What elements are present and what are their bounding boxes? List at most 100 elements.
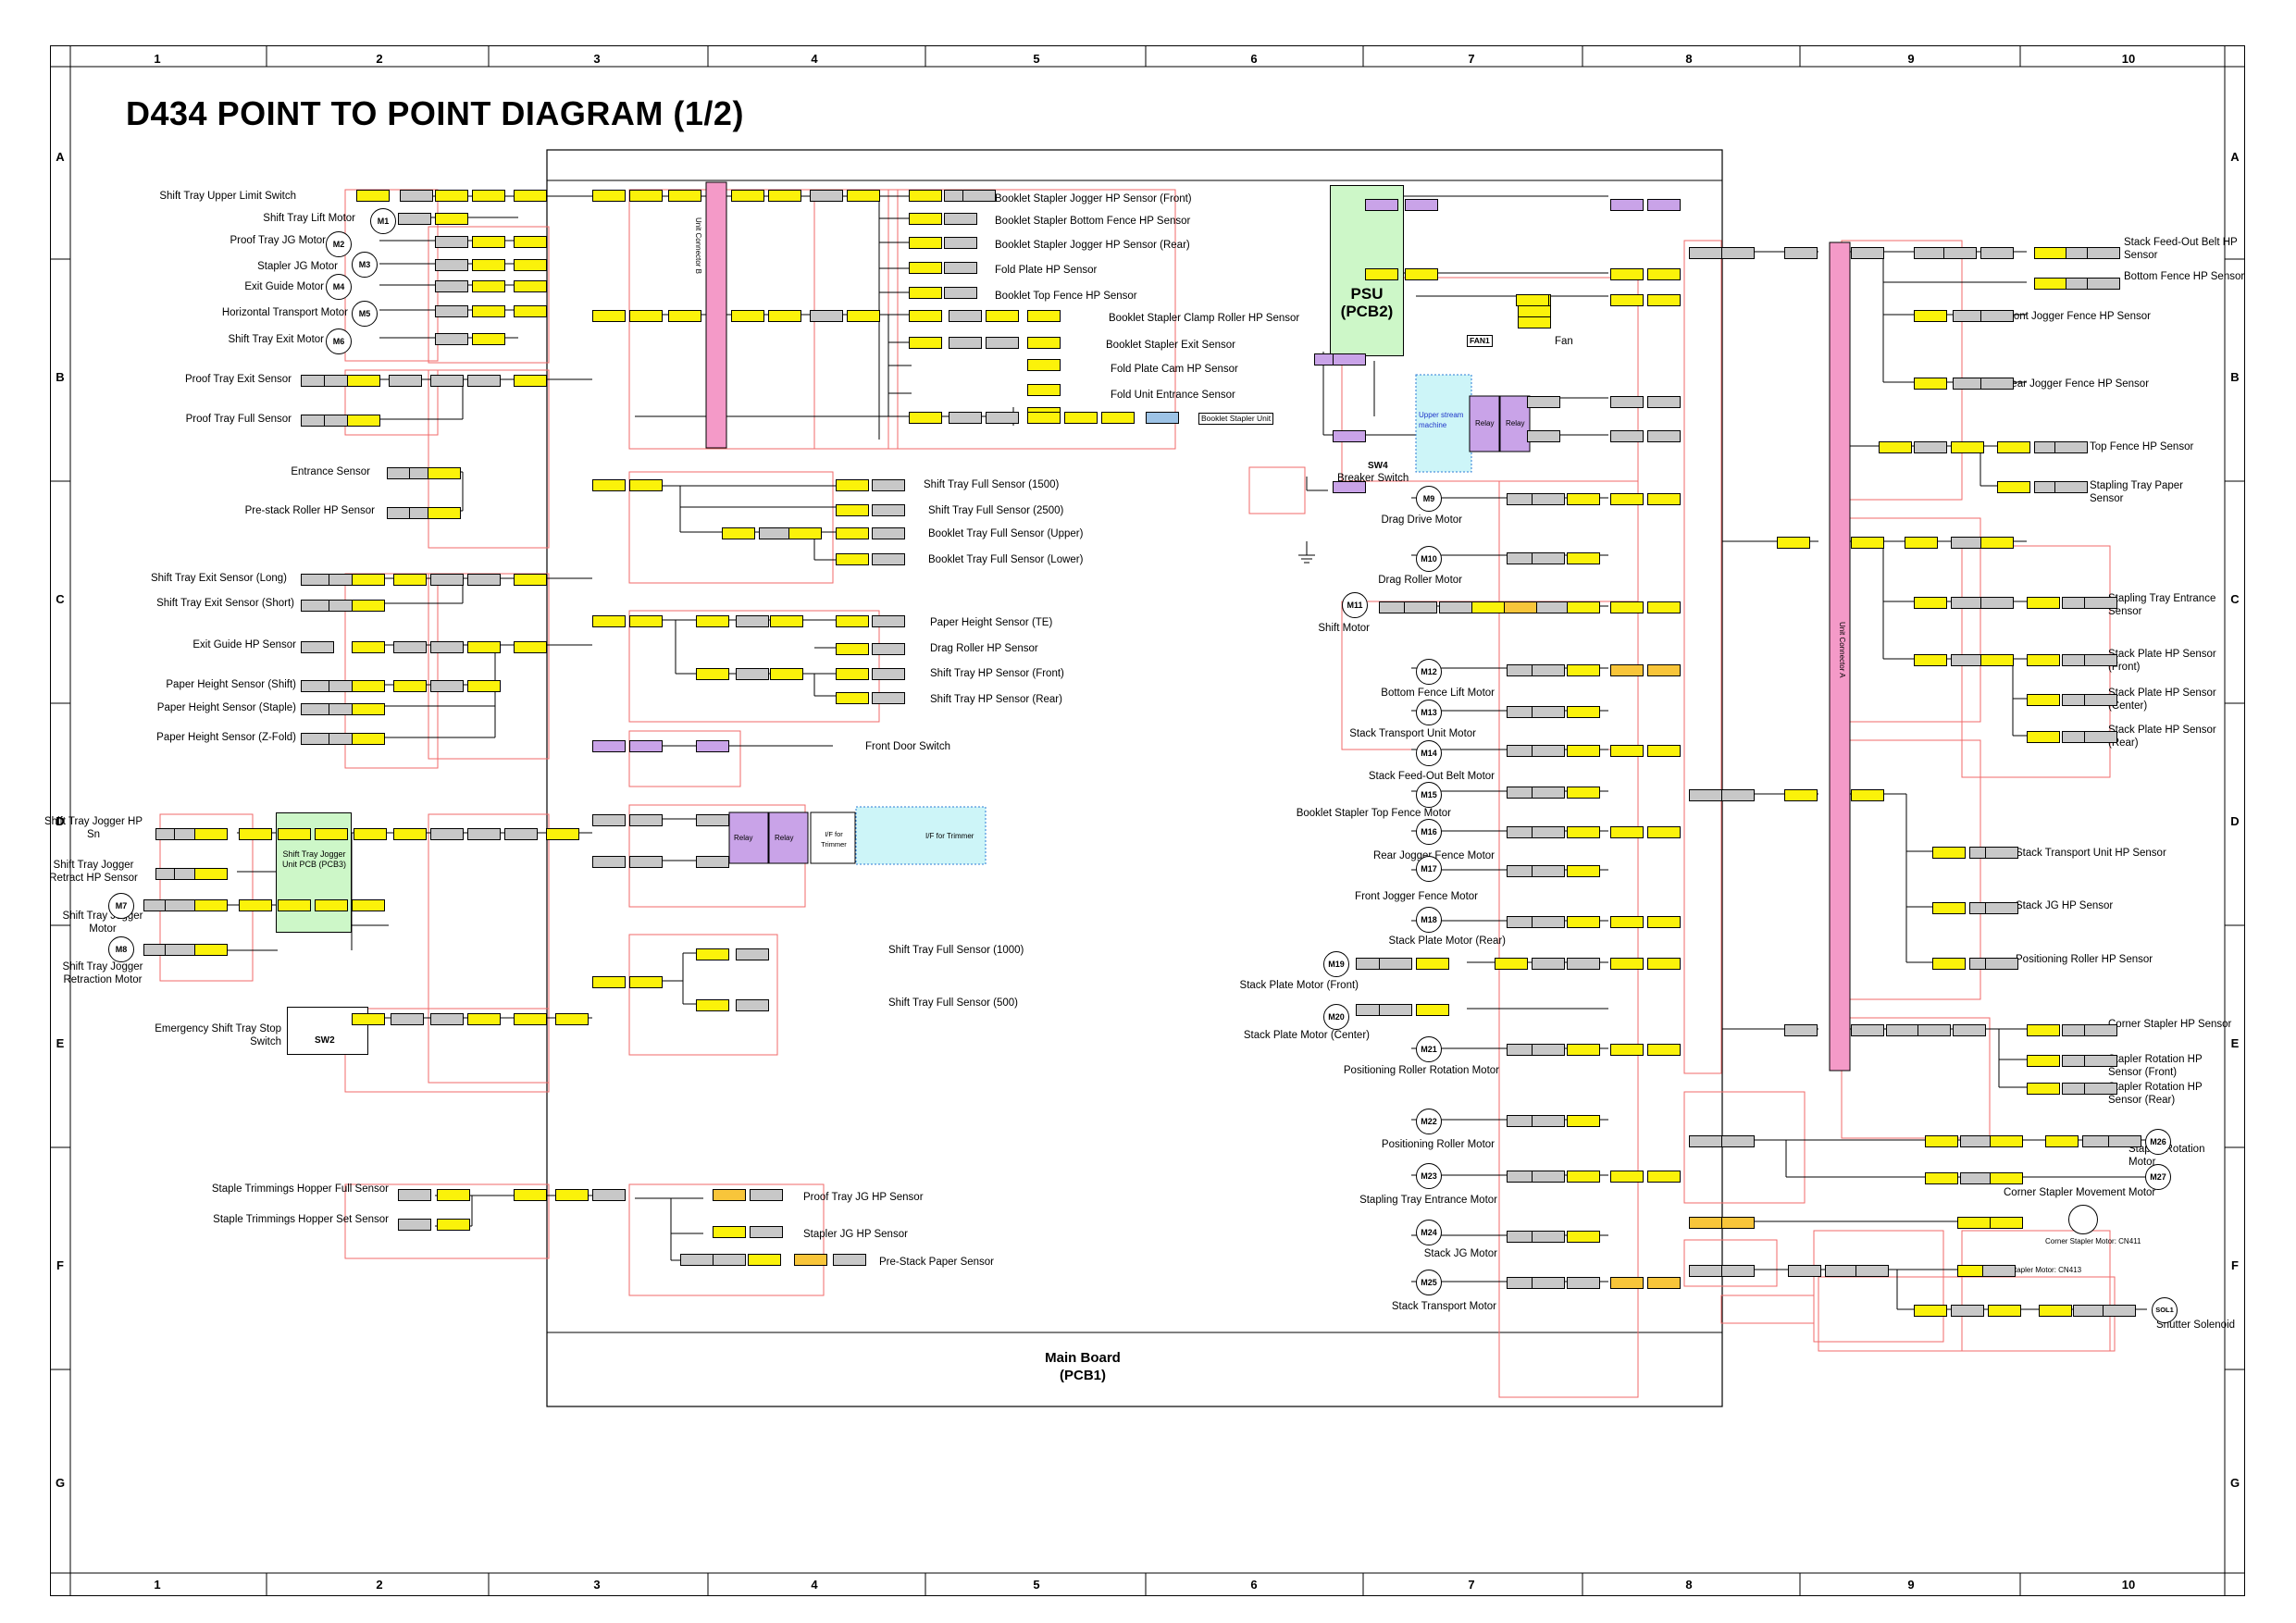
connector-block bbox=[1610, 916, 1644, 928]
connector-block bbox=[909, 237, 942, 249]
connector-block bbox=[1689, 247, 1722, 259]
middle-component-label: Shift Tray HP Sensor (Front) bbox=[930, 668, 1064, 679]
left-component-label: Staple Trimmings Hopper Set Sensor bbox=[213, 1214, 389, 1225]
connector-block bbox=[1532, 1171, 1565, 1183]
motor-icon: M4 bbox=[326, 274, 352, 300]
connector-block bbox=[1997, 481, 2030, 493]
connector-block bbox=[398, 1219, 431, 1231]
booklet-stapler-unit-label: Booklet Stapler Unit bbox=[1198, 413, 1274, 425]
connector-block bbox=[437, 1219, 470, 1231]
far-right-component-label: Shutter Solenoid bbox=[2156, 1319, 2236, 1331]
connector-block bbox=[836, 553, 869, 565]
connector-block bbox=[833, 1254, 866, 1266]
connector-block bbox=[629, 310, 663, 322]
right-motor-label: Stack Transport Motor bbox=[1391, 1301, 1496, 1312]
middle-component-label: Fold Plate HP Sensor bbox=[995, 265, 1098, 276]
far-right-component-label: Stack Plate HP Sensor (Front) bbox=[2108, 649, 2216, 673]
connector-block bbox=[467, 375, 501, 387]
connector-block bbox=[1647, 396, 1681, 408]
connector-block bbox=[2084, 1083, 2117, 1095]
motor-icon: SOL1 bbox=[2152, 1297, 2178, 1323]
connector-block bbox=[1536, 601, 1570, 613]
sheet-frame bbox=[50, 45, 2245, 1596]
right-motor-label: Stack Plate Motor (Center) bbox=[1243, 1030, 1370, 1041]
motor-icon: M15 bbox=[1416, 782, 1442, 808]
connector-block bbox=[1027, 359, 1061, 371]
connector-block bbox=[389, 375, 422, 387]
connector-block bbox=[1951, 654, 1984, 666]
motor-icon: M5 bbox=[352, 301, 378, 327]
right-motor-label: Rear Jogger Fence Motor bbox=[1372, 850, 1495, 861]
column-number-bottom: 6 bbox=[1250, 1578, 1258, 1592]
connector-block bbox=[1997, 441, 2030, 453]
column-number-top: 2 bbox=[376, 52, 383, 66]
connector-block bbox=[1379, 958, 1412, 970]
left-component-label: Shift Tray Jogger Motor bbox=[62, 911, 143, 935]
connector-block bbox=[2084, 1055, 2117, 1067]
connector-block bbox=[1027, 310, 1061, 322]
connector-block bbox=[1495, 958, 1528, 970]
connector-block bbox=[391, 1013, 424, 1025]
connector-block bbox=[1925, 1172, 1958, 1184]
left-component-label: Paper Height Sensor (Z-Fold) bbox=[156, 732, 296, 743]
motor-icon: M11 bbox=[1342, 592, 1368, 618]
main-board-label: Main Board(PCB1) bbox=[1045, 1350, 1121, 1383]
motor-icon: M18 bbox=[1416, 907, 1442, 933]
middle-component-label: Fold Plate Cam HP Sensor bbox=[1111, 364, 1238, 375]
connector-block bbox=[2027, 654, 2060, 666]
motor-icon: M1 bbox=[370, 208, 396, 234]
relay-3: Relay bbox=[1475, 419, 1495, 427]
connector-block bbox=[1532, 493, 1565, 505]
connector-block bbox=[592, 1189, 626, 1201]
middle-component-label: Booklet Tray Full Sensor (Lower) bbox=[928, 554, 1084, 565]
connector-block bbox=[354, 828, 387, 840]
middle-component-label: Fold Unit Entrance Sensor bbox=[1111, 390, 1235, 401]
far-right-component-label: Stapler Rotation HP Sensor (Front) bbox=[2108, 1054, 2203, 1078]
corner-stapler-icon bbox=[2068, 1205, 2098, 1234]
connector-block bbox=[696, 740, 729, 752]
connector-block bbox=[847, 310, 880, 322]
connector-block bbox=[1610, 601, 1644, 613]
connector-block bbox=[1439, 601, 1472, 613]
connector-block bbox=[1689, 1265, 1722, 1277]
connector-block bbox=[239, 828, 272, 840]
connector-block bbox=[2087, 278, 2120, 290]
row-letter-right: C bbox=[2230, 592, 2240, 606]
connector-block bbox=[352, 600, 385, 612]
connector-block bbox=[435, 280, 468, 292]
connector-block bbox=[629, 976, 663, 988]
connector-block bbox=[315, 899, 348, 911]
connector-block bbox=[909, 310, 942, 322]
left-component-label: Shift Tray Upper Limit Switch bbox=[159, 191, 296, 202]
connector-block bbox=[1647, 745, 1681, 757]
connector-block bbox=[629, 615, 663, 627]
motor-icon: M26 bbox=[2145, 1129, 2171, 1155]
column-number-bottom: 4 bbox=[811, 1578, 818, 1592]
far-right-component-label: Positioning Roller HP Sensor bbox=[2016, 954, 2153, 965]
connector-block bbox=[301, 641, 334, 653]
connector-block bbox=[1532, 664, 1565, 676]
motor-icon: M25 bbox=[1416, 1270, 1442, 1295]
far-right-component-label: Stack Transport Unit HP Sensor bbox=[2016, 848, 2166, 859]
connector-block bbox=[467, 828, 501, 840]
motor-icon: M3 bbox=[352, 252, 378, 278]
connector-block bbox=[1784, 789, 1818, 801]
row-letter-right: F bbox=[2231, 1258, 2239, 1272]
row-letter-left: F bbox=[56, 1258, 64, 1272]
connector-block bbox=[555, 1013, 589, 1025]
connector-block bbox=[1610, 294, 1644, 306]
connector-block bbox=[668, 310, 701, 322]
right-motor-label: Booklet Stapler Top Fence Motor bbox=[1296, 808, 1451, 819]
connector-block bbox=[514, 190, 547, 202]
connector-block bbox=[1567, 706, 1600, 718]
connector-block bbox=[1980, 597, 2014, 609]
connector-block bbox=[1610, 958, 1644, 970]
connector-block bbox=[1988, 1305, 2021, 1317]
connector-block bbox=[435, 305, 468, 317]
connector-block bbox=[696, 948, 729, 960]
connector-block bbox=[1567, 1115, 1600, 1127]
middle-component-label: Shift Tray Full Sensor (1000) bbox=[888, 945, 1024, 956]
connector-block bbox=[400, 190, 433, 202]
motor-icon: M12 bbox=[1416, 659, 1442, 685]
connector-block bbox=[1990, 1217, 2023, 1229]
